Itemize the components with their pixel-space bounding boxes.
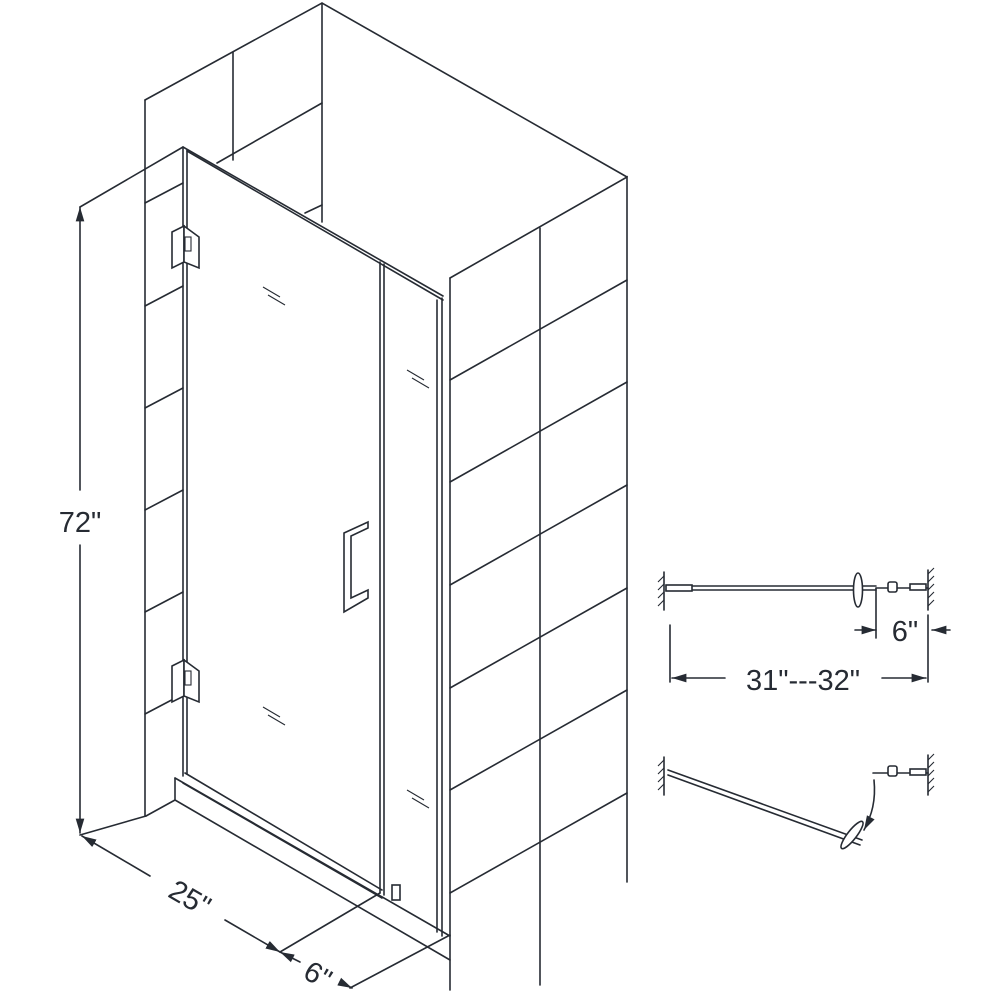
opening-width-label: 31"---32" — [746, 665, 860, 697]
door-hinge-bottom — [171, 658, 200, 704]
door-handle — [343, 520, 369, 614]
left-wall-tiles — [144, 182, 184, 817]
door-stop — [391, 884, 401, 901]
plan-offset-label: 6" — [892, 616, 918, 648]
height-dimension: 72" — [59, 146, 184, 834]
return-depth-label: 6" — [298, 955, 337, 996]
depth-label: 25" — [163, 874, 216, 923]
door-panel — [182, 146, 444, 937]
glass-reflection-marks — [262, 286, 430, 809]
plan-view-closed: 6" 31"---32" — [657, 567, 951, 697]
height-label: 72" — [59, 507, 102, 539]
back-wall — [144, 2, 628, 817]
plan-view-open — [657, 753, 935, 850]
depth-dimension: 25" 6" — [79, 815, 451, 996]
right-wall — [449, 175, 628, 991]
door-hinge-top — [171, 224, 200, 270]
